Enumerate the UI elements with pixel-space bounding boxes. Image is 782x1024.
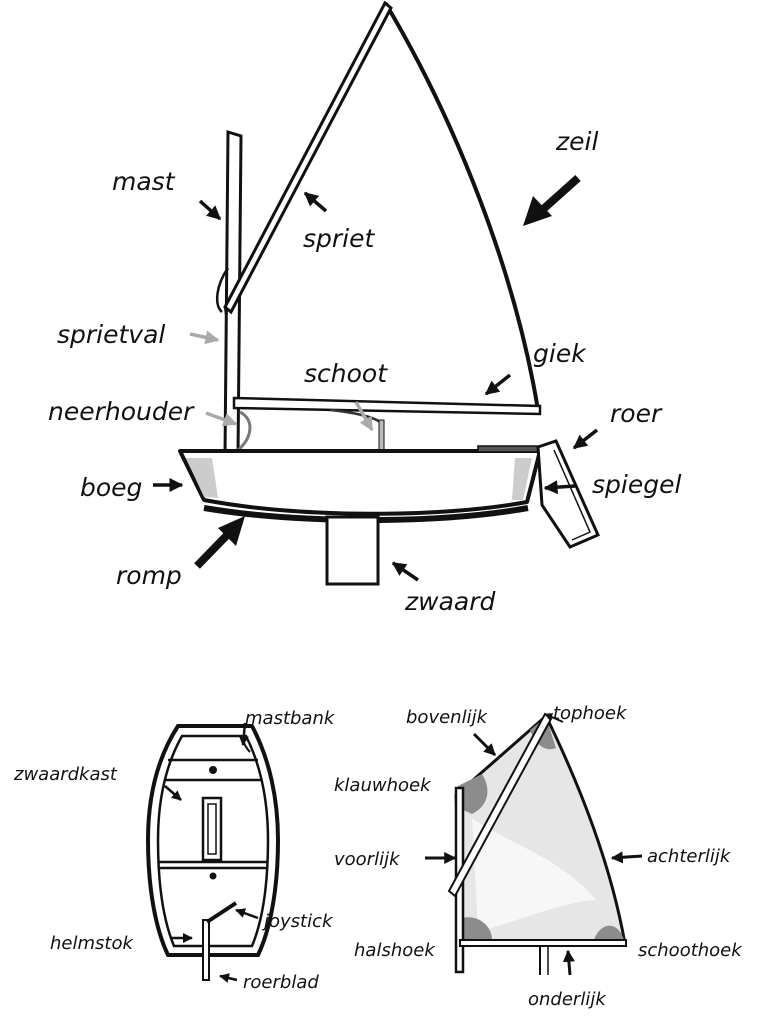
label-onderlijk: onderlijk <box>528 989 607 1010</box>
label-joystick: joystick <box>261 911 334 932</box>
label-zwaardkast: zwaardkast <box>13 764 118 785</box>
rudder-blade <box>536 439 600 549</box>
label-mast: mast <box>112 167 176 196</box>
joystick-arrow <box>235 908 259 920</box>
label-mastbank: mastbank <box>245 708 336 729</box>
neerhouder-arrow <box>205 411 238 427</box>
roer-arrow <box>572 428 599 450</box>
label-tophoek: tophoek <box>553 703 628 724</box>
schoot-arrow <box>354 401 374 432</box>
klauwhoek-patch <box>458 774 488 814</box>
label-sprietval: sprietval <box>57 320 165 349</box>
mast-arrow <box>198 199 222 221</box>
label-zwaard: zwaard <box>404 587 495 616</box>
joystick <box>205 901 238 924</box>
tophoek-arrow <box>544 713 564 723</box>
schoot <box>329 408 384 456</box>
label-voorlijk: voorlijk <box>334 849 401 870</box>
zeil-arrow <box>523 175 581 226</box>
label-roerblad: roerblad <box>243 972 319 993</box>
spriet-arrow <box>303 191 328 213</box>
label-romp: romp <box>116 561 182 590</box>
neerhouder <box>236 410 252 452</box>
label-halshoek: halshoek <box>354 940 436 961</box>
label-schoothoek: schoothoek <box>638 940 743 961</box>
label-boeg: boeg <box>80 473 142 502</box>
spriet <box>223 0 393 315</box>
side-view: zeil mast spriet sprietval schoot giek n… <box>48 0 681 616</box>
achterlijk-arrow <box>610 851 643 864</box>
spiegel-arrow <box>543 480 576 495</box>
label-zeil: zeil <box>555 127 598 156</box>
sail <box>224 2 540 412</box>
roerblad-arrow <box>219 973 238 983</box>
schoothoek-patch <box>594 925 624 940</box>
giek-arrow <box>484 373 512 396</box>
mastbank-arrow <box>238 722 249 746</box>
halshoek-patch <box>462 917 493 944</box>
label-achterlijk: achterlijk <box>647 846 732 867</box>
label-helmstok: helmstok <box>50 933 134 954</box>
label-spriet: spriet <box>303 224 375 253</box>
small-giek <box>459 939 627 947</box>
label-spiegel: spiegel <box>592 470 681 499</box>
label-giek: giek <box>533 339 587 368</box>
onderlijk-arrow <box>562 949 575 976</box>
helmstok <box>202 919 210 981</box>
label-klauwhoek: klauwhoek <box>334 775 432 796</box>
zwaard-arrow <box>391 561 419 582</box>
sprietval-arrow <box>189 330 220 345</box>
zwaardkast-arrow <box>164 785 182 801</box>
romp-arrow <box>194 516 245 569</box>
top-view: mastbank zwaardkast joystick helmstok ro… <box>13 708 336 993</box>
zwaard <box>325 515 380 586</box>
label-neerhouder: neerhouder <box>48 397 195 426</box>
giek <box>232 396 542 416</box>
label-bovenlijk: bovenlijk <box>406 707 489 728</box>
sail-view: bovenlijk tophoek klauwhoek voorlijk ach… <box>334 703 743 1010</box>
hull <box>178 449 542 516</box>
bovenlijk-arrow <box>472 732 497 757</box>
label-schoot: schoot <box>304 359 388 388</box>
label-roer: roer <box>610 399 663 428</box>
